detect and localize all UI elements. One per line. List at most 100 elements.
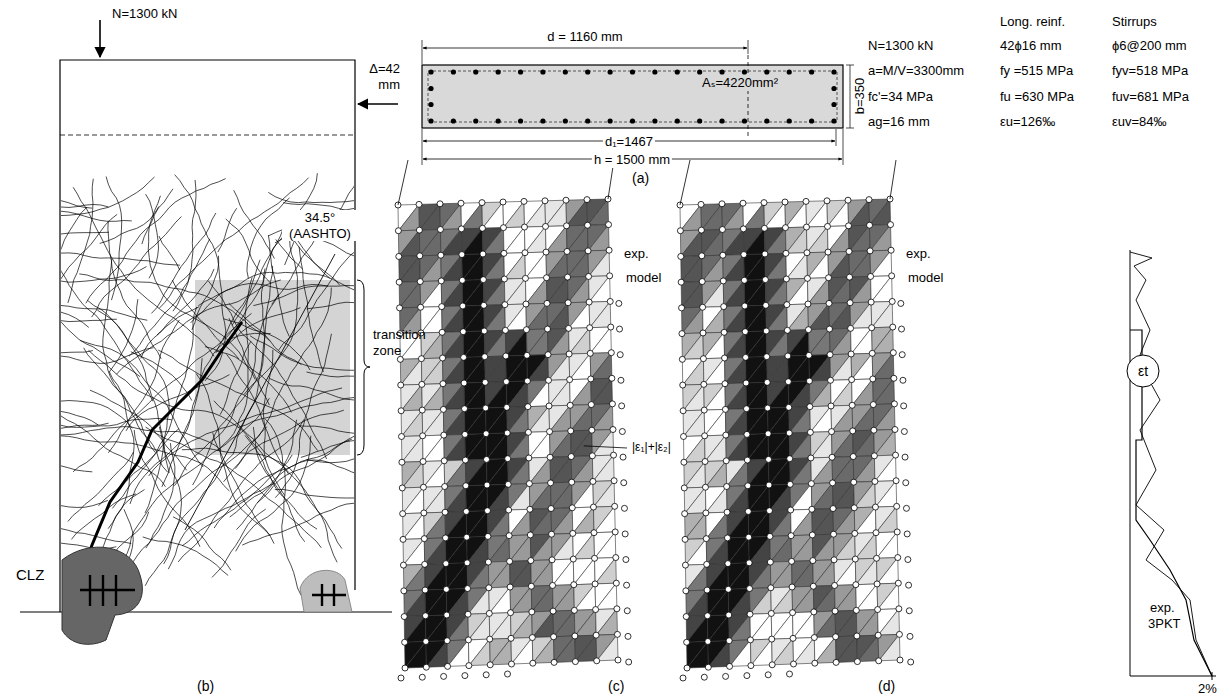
mesh-node <box>722 381 728 387</box>
mesh-element <box>528 406 549 432</box>
mesh-node <box>810 583 816 589</box>
mesh-element <box>705 487 726 513</box>
mesh-node <box>623 557 629 563</box>
label: b=350 <box>852 78 868 115</box>
mesh-node <box>571 607 577 613</box>
mesh-node <box>463 508 469 514</box>
mesh-element <box>468 613 489 639</box>
mesh-node <box>460 329 466 335</box>
mesh-node <box>572 633 578 639</box>
mesh-node <box>722 355 728 361</box>
mesh-element <box>746 357 767 383</box>
mesh-node <box>619 429 625 435</box>
mesh-element <box>442 280 463 306</box>
mesh-element <box>404 564 425 590</box>
mesh-node <box>566 351 572 357</box>
mesh-node <box>705 638 711 644</box>
mesh-node <box>548 480 554 486</box>
mesh-node <box>848 325 854 331</box>
mesh-element <box>483 279 504 305</box>
mesh-element <box>871 276 892 302</box>
crack <box>133 427 267 562</box>
mesh-node <box>742 303 748 309</box>
mesh-element <box>701 204 722 230</box>
mesh-element <box>745 331 766 357</box>
mesh-element <box>836 636 857 662</box>
mesh-node <box>895 555 901 561</box>
rebar-dot <box>697 69 702 74</box>
mesh-element <box>833 482 854 508</box>
mesh-node <box>586 299 592 305</box>
mesh-element <box>747 382 768 408</box>
mesh-element <box>465 459 486 485</box>
mesh-element <box>702 281 723 307</box>
label: Aₛ=4220mm² <box>700 75 780 91</box>
mesh-node <box>827 352 833 358</box>
mesh-element <box>568 251 589 277</box>
crack <box>268 235 289 336</box>
crack <box>61 207 87 261</box>
mesh-node <box>726 612 732 618</box>
mesh-node <box>479 200 485 206</box>
rebar-dot <box>540 118 545 123</box>
rebar-dot <box>831 118 836 123</box>
mesh-node <box>549 557 555 563</box>
mesh-node <box>543 249 549 255</box>
label: d₁=1467 <box>603 134 655 150</box>
mesh-element <box>746 382 767 408</box>
mesh-node <box>872 504 878 510</box>
mesh-node <box>722 406 728 412</box>
mesh-element <box>830 303 851 329</box>
mesh-element <box>505 278 526 304</box>
mesh-node <box>789 584 795 590</box>
label: εuv=84‰ <box>1112 114 1167 130</box>
mesh-element <box>703 307 724 333</box>
mesh-node <box>401 588 407 594</box>
mesh-element <box>855 507 876 533</box>
mesh-element <box>567 225 588 251</box>
mesh-element <box>465 434 486 460</box>
mesh-node <box>811 635 817 641</box>
mesh-element <box>872 327 893 353</box>
mesh-element <box>531 560 552 586</box>
mesh-element <box>771 613 792 639</box>
mesh-node <box>828 377 834 383</box>
mesh-element <box>810 406 831 432</box>
mesh-element <box>808 278 829 304</box>
mesh-element <box>831 405 852 431</box>
mesh-element <box>532 611 553 637</box>
mesh-node <box>901 429 907 435</box>
mesh-node <box>480 277 486 283</box>
mesh-element <box>469 639 490 665</box>
mesh-element <box>405 641 426 668</box>
mesh-node <box>700 356 706 362</box>
mesh-element <box>787 304 808 330</box>
mesh-element <box>511 612 532 638</box>
mesh-element <box>832 405 853 431</box>
mesh-node <box>525 429 531 435</box>
mesh-node <box>525 404 531 410</box>
mesh-node <box>747 586 753 592</box>
mesh-node <box>526 455 532 461</box>
mesh-element <box>587 199 608 225</box>
mesh-node <box>868 299 874 305</box>
label: exp. <box>624 246 649 262</box>
mesh-node <box>702 433 708 439</box>
mesh-node <box>683 614 689 620</box>
mesh-element <box>574 558 595 584</box>
mesh-element <box>531 560 552 586</box>
displacement-arrow <box>358 103 398 105</box>
mesh-element <box>511 612 532 638</box>
mesh-node <box>769 662 775 668</box>
mesh-element <box>790 458 811 484</box>
mesh-element <box>443 332 464 358</box>
mesh-node <box>549 531 555 537</box>
mesh-node <box>680 408 686 414</box>
mesh-element <box>547 303 568 329</box>
mesh-element <box>707 615 728 641</box>
mesh-element <box>724 306 745 332</box>
mesh-element <box>834 533 855 559</box>
mesh-element <box>506 381 527 407</box>
mesh-element <box>504 227 525 253</box>
crack <box>61 401 132 429</box>
